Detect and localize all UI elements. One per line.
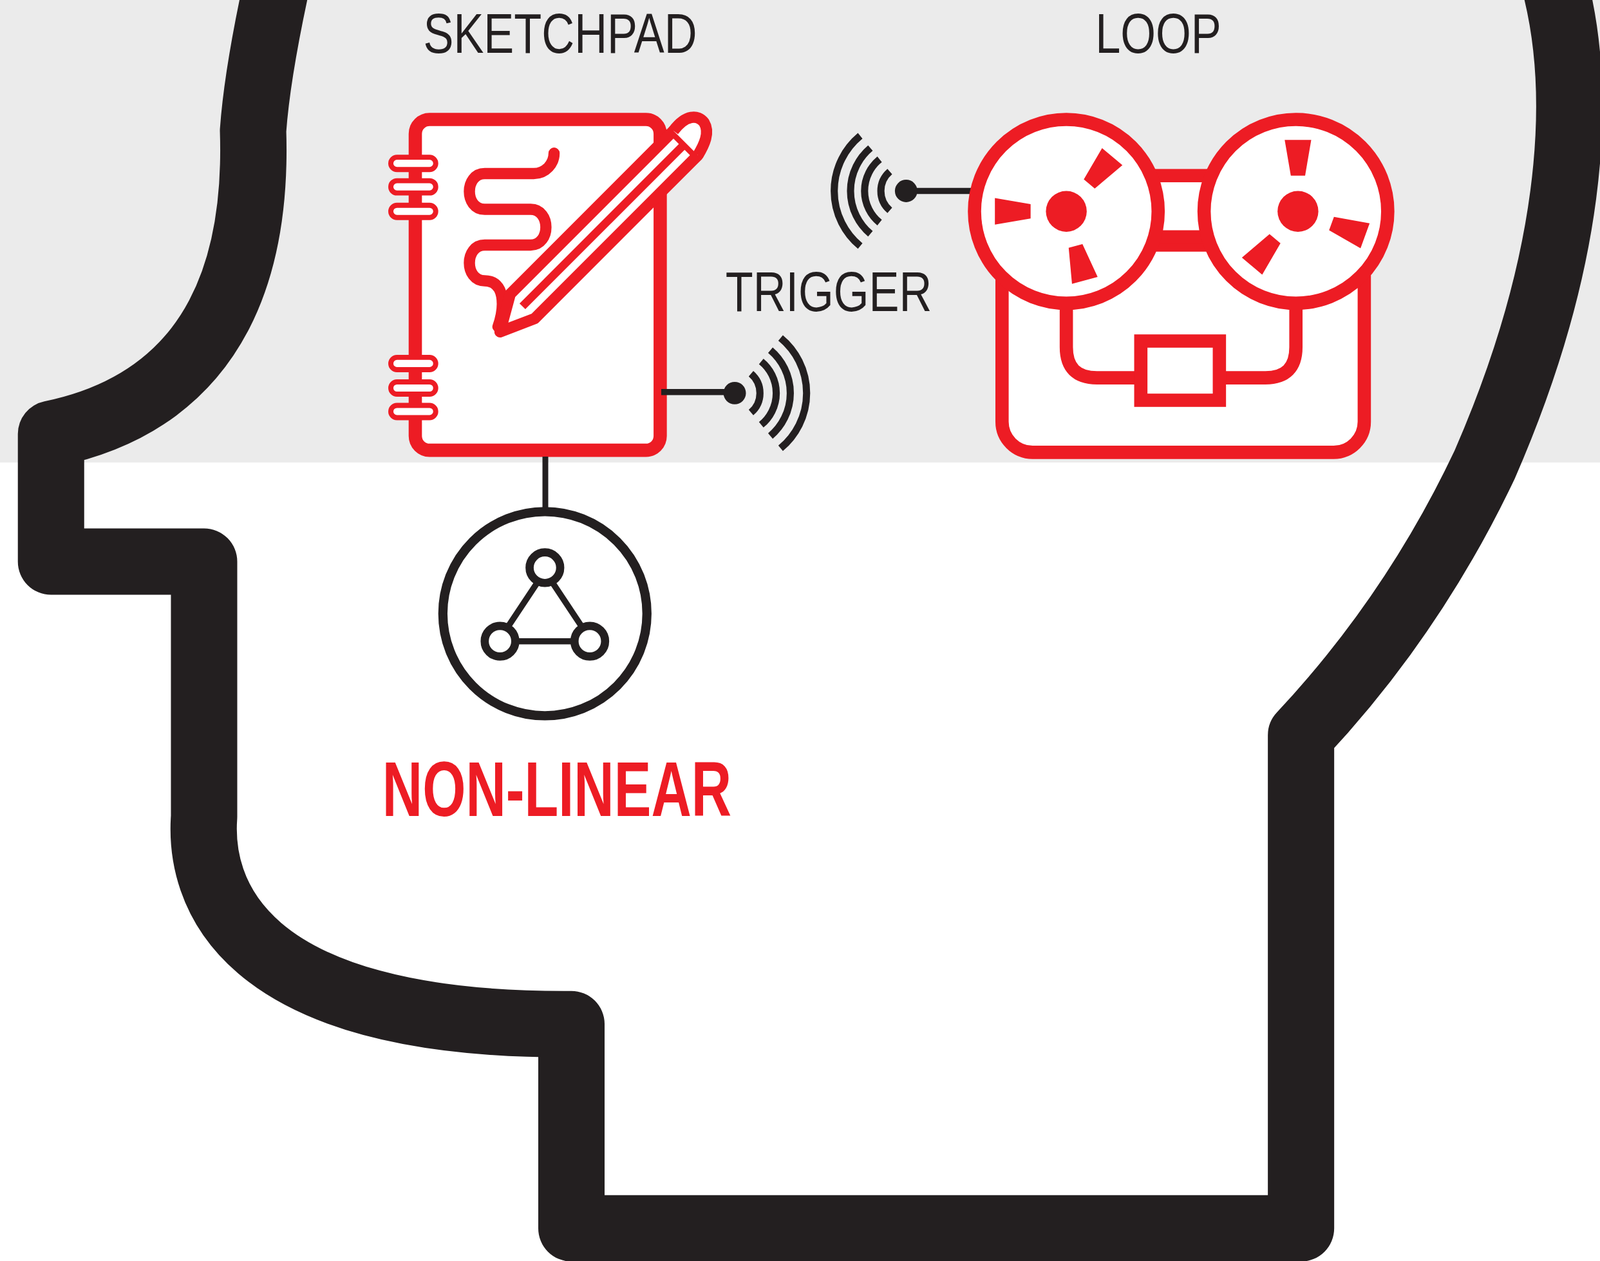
sketchpad-node: SKETCHPAD	[388, 109, 711, 457]
node-heading-holder: SKETCHPAD	[423, 5, 697, 62]
signal-label: TRIGGER	[725, 263, 933, 320]
node-heading-holder: LOOP	[1095, 5, 1222, 62]
connector-line	[545, 456, 546, 508]
node-heading-holder: NON-LINEAR	[382, 750, 732, 828]
signal-label-holder: TRIGGER	[725, 263, 933, 320]
node-heading: NON-LINEAR	[382, 750, 732, 828]
non-linear-node: NON-LINEAR	[439, 507, 652, 720]
node-heading: LOOP	[1095, 5, 1222, 62]
loop-node: LOOP	[969, 103, 1398, 461]
network-symbol	[442, 511, 648, 716]
node-heading: SKETCHPAD	[423, 5, 697, 62]
head-outline	[50, 0, 1570, 1228]
